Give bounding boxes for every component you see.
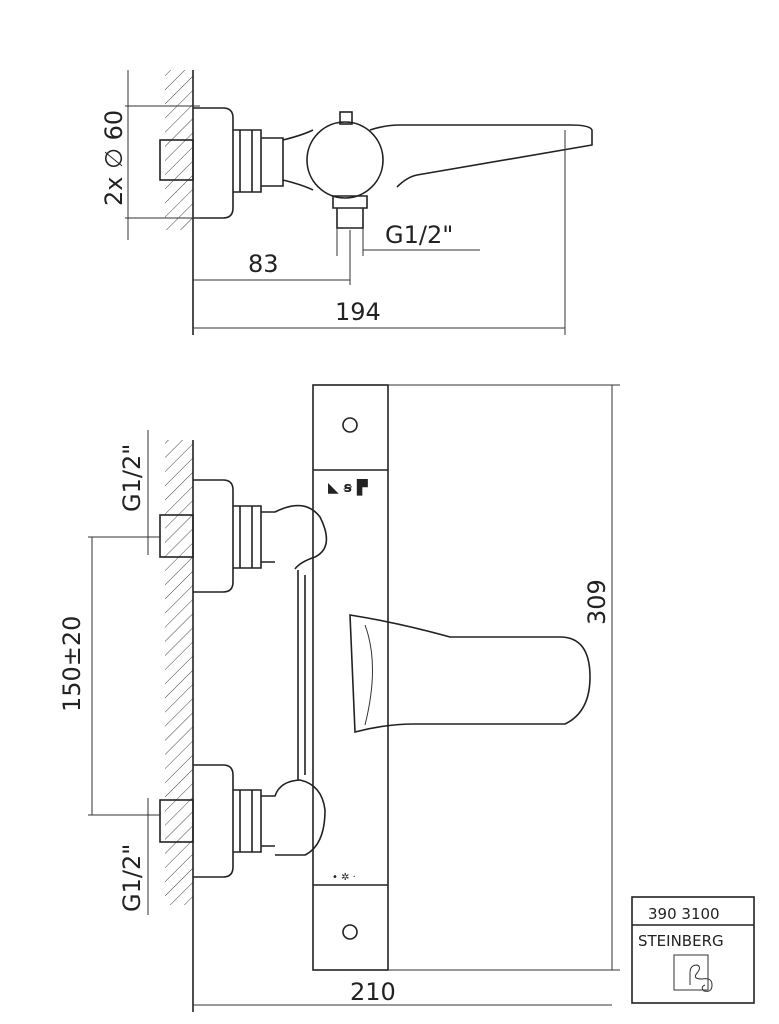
- wall-hatch: [165, 440, 193, 905]
- top-view: 2x ∅ 60 G1/2" 83 194: [100, 70, 593, 335]
- thermostat-knob: [306, 121, 384, 199]
- shower-bath-icon: ◣ ꞩ ▛: [328, 478, 368, 496]
- dim-width: 210: [350, 978, 396, 1006]
- brand-name: STEINBERG: [638, 932, 724, 950]
- front-view: ◣ ꞩ ▛ • ✲ · 150±20 G1/2" G1/2" 309 210: [58, 384, 620, 1012]
- dim-spacing: 150±20: [58, 616, 86, 712]
- inlet-bottom: [159, 764, 326, 878]
- dim-thread-top-view: G1/2": [385, 221, 453, 249]
- spout: [349, 614, 591, 734]
- dim-thread-top: G1/2": [118, 444, 146, 512]
- brand-logo-icon: [673, 954, 709, 991]
- inlet-top: [159, 479, 328, 593]
- dim-194: 194: [335, 298, 381, 326]
- wall-hatch: [165, 70, 193, 230]
- dim-diameter: 2x ∅ 60: [100, 110, 128, 206]
- temperature-icon: • ✲ ·: [332, 872, 356, 883]
- title-block: 390 3100 STEINBERG: [631, 896, 755, 1004]
- product-code: 390 3100: [648, 905, 720, 923]
- dim-83: 83: [248, 250, 279, 278]
- mixer-body: [312, 384, 389, 971]
- dim-thread-bottom: G1/2": [118, 844, 146, 912]
- dim-height: 309: [583, 579, 611, 625]
